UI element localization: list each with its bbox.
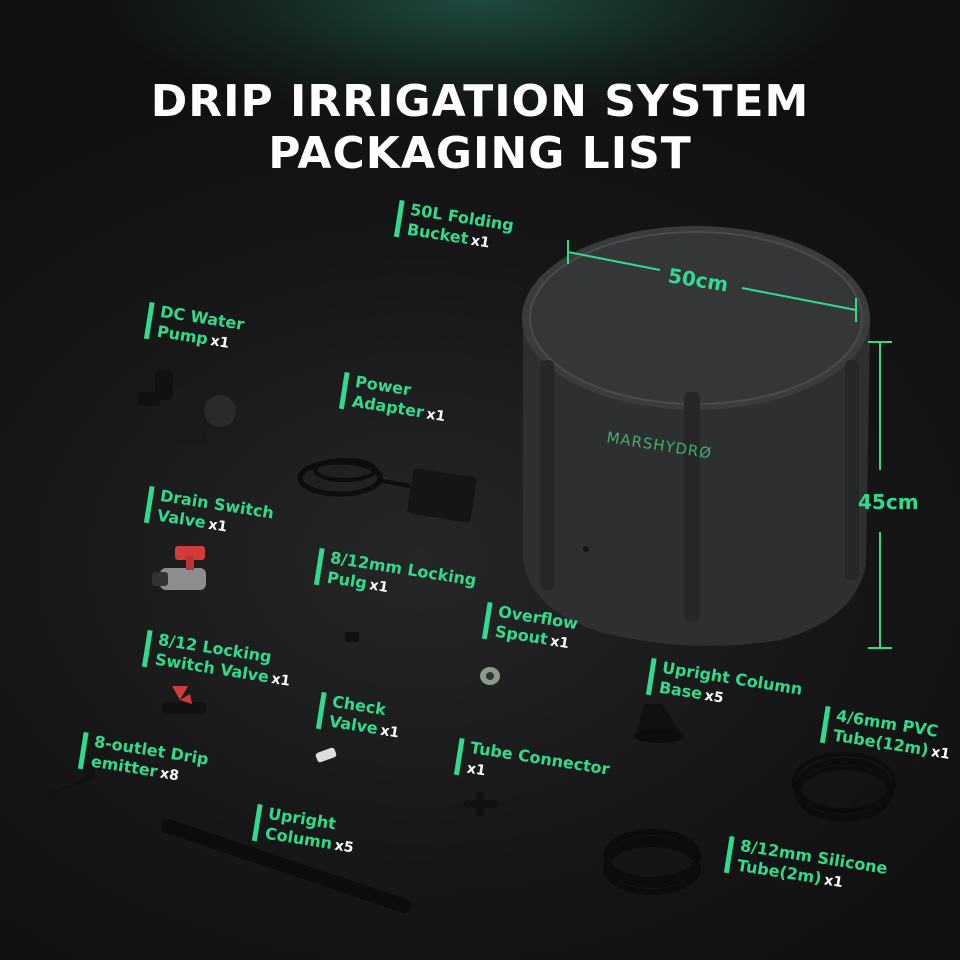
item-quantity: x1 <box>469 232 491 252</box>
item-quantity: x1 <box>822 872 844 892</box>
item-quantity: x1 <box>207 516 229 536</box>
bucket-height-label: 45cm <box>858 490 919 514</box>
item-quantity: x1 <box>929 744 952 763</box>
tube-connector-image <box>464 792 498 816</box>
pvc-tube-image <box>792 752 896 822</box>
item-quantity: x1 <box>465 760 487 780</box>
item-quantity: x5 <box>333 837 355 857</box>
item-quantity: x1 <box>549 633 571 653</box>
item-quantity: x1 <box>425 406 447 426</box>
item-quantity: x1 <box>368 577 390 597</box>
dimension-lines <box>567 240 892 649</box>
item-quantity: x1 <box>379 722 401 742</box>
drain-valve-image <box>152 546 206 590</box>
page-title-line1: DRIP IRRIGATION SYSTEM <box>150 76 810 127</box>
locking-plug-image <box>345 632 359 642</box>
folding-bucket-image: MARSHYDRØ <box>522 226 870 646</box>
item-quantity: x1 <box>209 333 231 352</box>
item-quantity: x1 <box>270 671 292 690</box>
silicone-tube-image <box>603 829 701 895</box>
check-valve-image <box>315 747 337 763</box>
overflow-spout-image <box>480 667 500 685</box>
item-quantity: x5 <box>703 687 725 707</box>
switch-valve-image <box>162 686 206 714</box>
column-base-image <box>634 704 684 743</box>
item-quantity: x8 <box>158 765 180 785</box>
page-title-line2: PACKAGING LIST <box>268 128 692 179</box>
upright-column-image <box>161 819 411 913</box>
water-pump-image <box>138 370 236 444</box>
power-adapter-image <box>297 458 477 523</box>
